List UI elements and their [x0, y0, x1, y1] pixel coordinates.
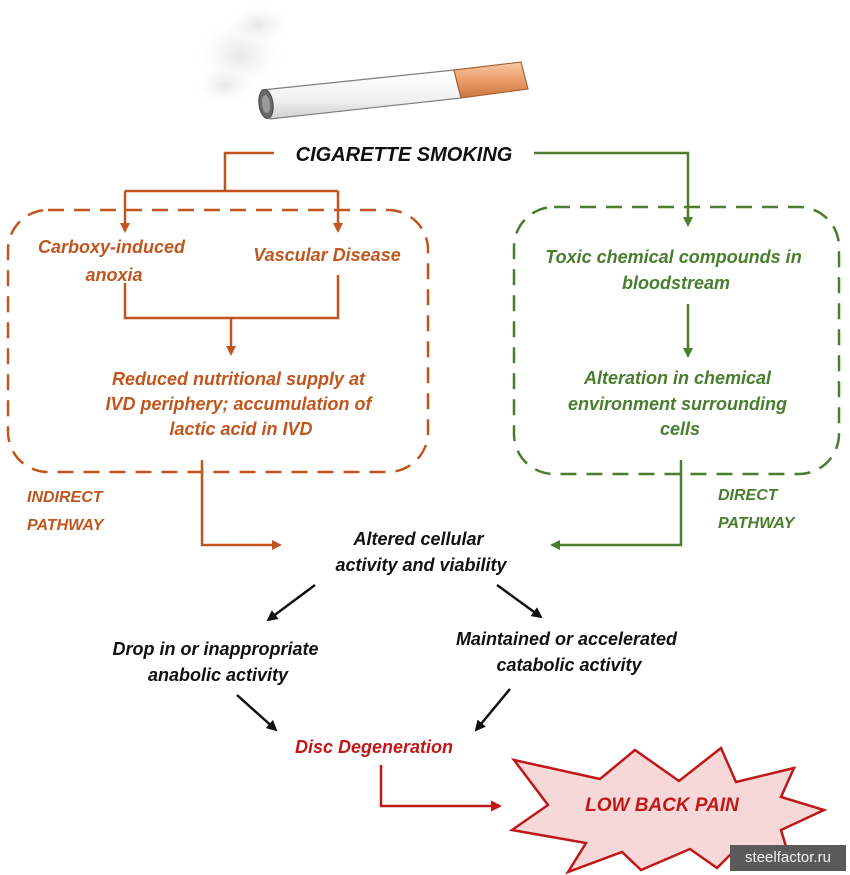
cellular-activity-node: Altered cellular activity and viability — [335, 529, 507, 575]
carboxy-anoxia-node: Carboxy-induced anoxia — [38, 237, 190, 285]
toxic-compounds-node: Toxic chemical compounds in bloodstream — [545, 247, 806, 293]
anabolic-activity-node: Drop in or inappropriate anabolic activi… — [112, 639, 323, 685]
catabolic-activity-node: Maintained or accelerated catabolic acti… — [456, 629, 682, 675]
direct-connectors — [534, 151, 693, 550]
smoke-icon — [192, 3, 293, 107]
direct-pathway-box — [512, 205, 841, 476]
disc-degeneration-node: Disc Degeneration — [295, 737, 453, 757]
indirect-connectors — [120, 151, 343, 550]
indirect-pathway-box — [6, 208, 430, 474]
direct-pathway-label: DIRECT PATHWAY — [718, 487, 796, 532]
watermark: steelfactor.ru — [730, 845, 846, 871]
chemical-environment-node: Alteration in chemical environment surro… — [568, 368, 792, 439]
cigarette-icon — [258, 61, 529, 120]
indirect-pathway-label: INDIRECT PATHWAY — [27, 489, 107, 534]
source-title: CIGARETTE SMOKING — [296, 144, 513, 166]
low-back-pain-label: LOW BACK PAIN — [585, 795, 740, 816]
vascular-disease-node: Vascular Disease — [253, 245, 400, 265]
degeneration-to-pain-arrow — [379, 765, 502, 812]
cellular-outcome-arrows — [236, 583, 543, 732]
reduced-nutrition-node: Reduced nutritional supply at IVD periph… — [105, 369, 376, 439]
